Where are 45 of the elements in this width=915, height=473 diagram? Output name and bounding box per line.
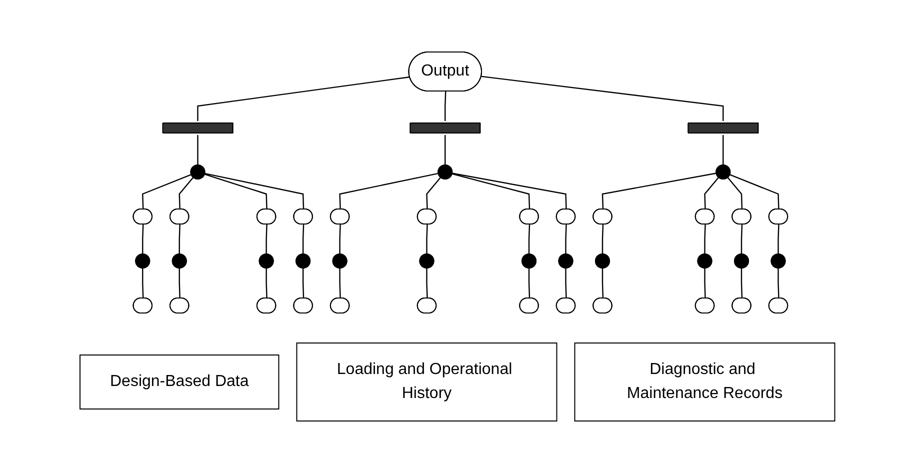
connector <box>178 176 194 210</box>
connector <box>204 174 268 210</box>
connector <box>722 135 724 165</box>
connector <box>339 172 439 210</box>
connector <box>142 268 144 299</box>
connector <box>204 172 304 210</box>
connector <box>602 268 604 299</box>
connector <box>452 172 567 210</box>
connector <box>266 224 268 254</box>
node-box: Design-Based Data <box>80 354 280 410</box>
connector <box>565 224 567 254</box>
connector <box>444 91 446 121</box>
connector <box>704 176 720 210</box>
connector <box>565 268 567 299</box>
connector <box>528 224 530 254</box>
connector <box>727 177 743 210</box>
connector <box>178 268 181 299</box>
connector <box>302 224 304 254</box>
connector <box>142 224 144 254</box>
node-box: Diagnostic and Maintenance Records <box>574 342 836 422</box>
connector <box>197 76 410 121</box>
connector <box>339 224 342 254</box>
connector <box>602 172 716 210</box>
connector <box>704 268 706 299</box>
connector <box>142 174 192 210</box>
connector <box>444 135 446 165</box>
connector <box>266 268 268 299</box>
connector <box>602 224 604 254</box>
connector <box>426 176 442 210</box>
connector <box>482 76 724 121</box>
connector <box>426 268 428 299</box>
connector <box>528 268 530 299</box>
connector <box>452 173 530 210</box>
node-box: Loading and Operational History <box>296 342 558 422</box>
connector <box>178 224 181 254</box>
connector <box>741 268 743 299</box>
connector <box>426 224 428 254</box>
connector <box>302 268 304 299</box>
connector <box>730 174 780 210</box>
connector <box>778 268 780 299</box>
connector <box>339 268 342 299</box>
connector <box>197 135 198 165</box>
connector <box>704 224 706 254</box>
connector <box>778 224 780 254</box>
connector <box>741 224 743 254</box>
